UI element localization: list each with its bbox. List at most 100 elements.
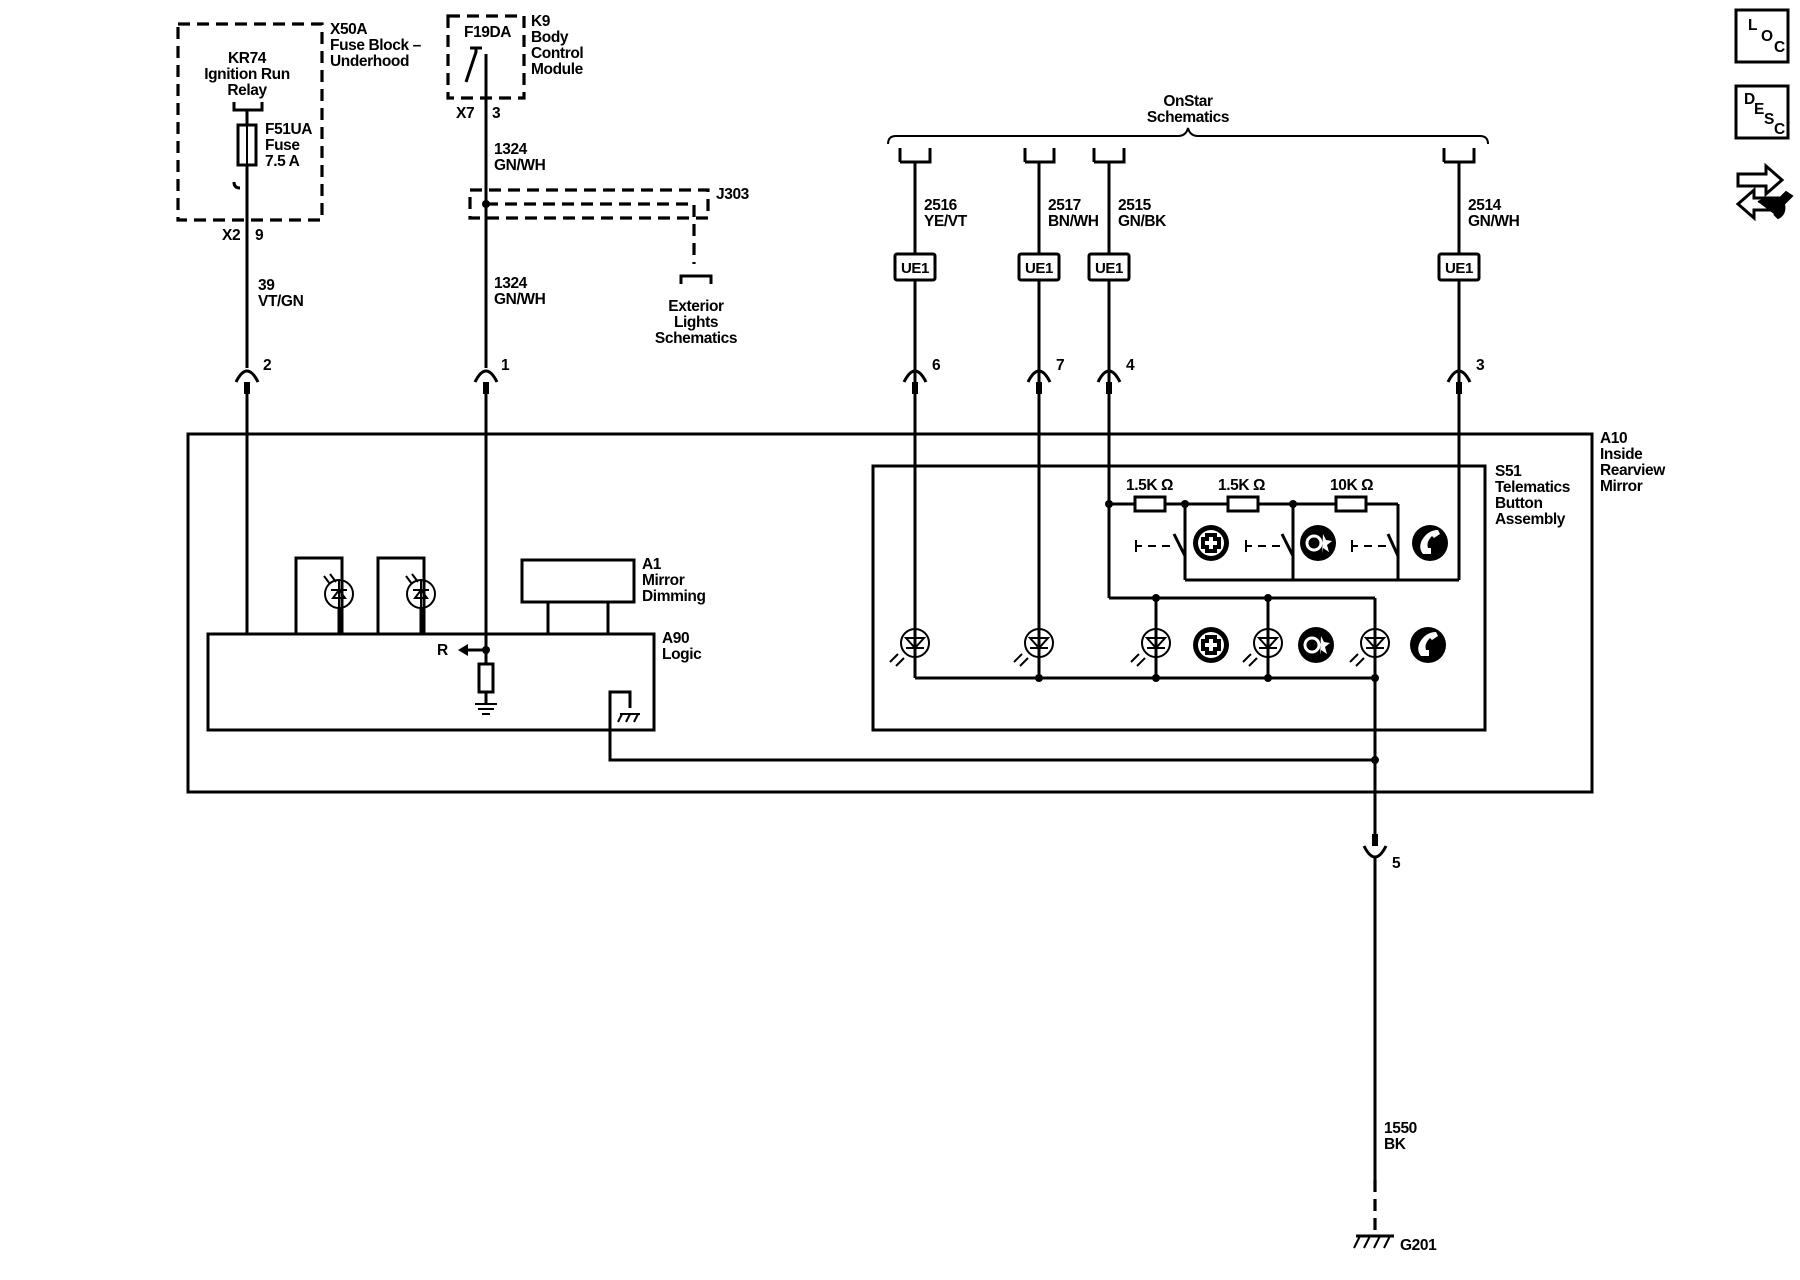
wire-39-color: VT/GN [258,293,304,310]
k9-name-line2: Control [531,45,583,62]
exterior-lights-ref-line1[interactable]: Exterior [668,298,724,315]
ambient-light-sensor [294,556,354,636]
x50a-name-line2: Underhood [330,53,409,70]
exterior-lights-ref-line2[interactable]: Lights [674,314,718,331]
a1-id: A1 [642,556,662,573]
k9-output-label: F19DA [464,24,511,41]
pin-5-label: 5 [1392,855,1401,872]
option-badge: UE1 [1017,252,1061,282]
kr74-relay: KR74 Ignition Run Relay [204,50,290,125]
g201-ground-icon: G201 [1353,1234,1437,1254]
f51ua-fuse: F51UA Fuse 7.5 A [236,121,313,170]
exterior-lights-ref-line3[interactable]: Schematics [655,330,738,347]
resistor-3-label: 10K Ω [1330,477,1373,494]
f51ua-id: F51UA [265,121,312,138]
indicator-led [1130,628,1171,667]
svg-text:UE1: UE1 [1445,260,1473,277]
desc-letter-3: S [1764,111,1774,128]
a10-name-line1: Inside [1600,446,1643,463]
onstar-ref-line2[interactable]: Schematics [1147,109,1230,126]
k9-name-line1: Body [531,29,569,46]
desc-letter-1: D [1744,91,1755,108]
pin-7-label: 7 [1056,357,1064,374]
a90-logic: A90 Logic R [206,630,703,732]
j303-label: J303 [716,186,750,203]
x7-connector-label: X7 [456,105,474,122]
x2-pin-label: 9 [255,227,264,244]
pin-2-label: 2 [263,357,271,374]
s51-name-line2: Button [1495,495,1543,512]
kr74-name-line1: Ignition Run [204,66,290,83]
loc-letter-1: L [1748,17,1757,34]
loc-letter-2: O [1761,28,1773,45]
loc-letter-3: C [1774,39,1785,56]
x50a-name-line1: Fuse Block – [330,37,422,54]
phone-led-icon [1410,627,1446,663]
onstar-ref-line1[interactable]: OnStar [1163,93,1213,110]
svg-text:UE1: UE1 [1095,260,1123,277]
s51-name-line3: Assembly [1495,511,1566,528]
x50a-id: X50A [330,21,367,38]
wire-2514-color: GN/WH [1468,213,1520,230]
a10-connector-pins [234,369,1472,394]
svg-text:UE1: UE1 [901,260,929,277]
desc-letter-2: E [1754,101,1764,118]
wire-1324b-color: GN/WH [494,291,546,308]
a1-name-line2: Dimming [642,588,706,605]
desc-button[interactable]: D E S C [1734,84,1790,140]
wire-1324a-color: GN/WH [494,157,546,174]
option-badge: UE1 [1437,252,1481,282]
k9-body-control-module: F19DA K9 Body Control Module [446,13,584,100]
resistor-2-label: 1.5K Ω [1218,477,1265,494]
a10-inside-rearview-mirror: A10 Inside Rearview Mirror [186,430,1667,794]
wire-2514-circuit: 2514 [1468,197,1502,214]
pin-3-label: 3 [1476,357,1485,374]
diagnostic-info-icon[interactable] [1735,162,1794,222]
k9-name-line3: Module [531,61,584,78]
resistor-1-label: 1.5K Ω [1126,477,1173,494]
k9-id: K9 [531,13,551,30]
indicator-led [1013,628,1054,667]
svg-text:UE1: UE1 [1025,260,1053,277]
f51ua-type: Fuse [265,137,300,154]
pin-4-label: 4 [1126,357,1135,374]
wire-1550-circuit: 1550 [1384,1120,1417,1137]
kr74-id: KR74 [228,50,267,67]
phone-button-icon [1412,525,1448,561]
a90-ref-label: R [437,642,448,659]
wire-2516-color: YE/VT [924,213,968,230]
wire-2515-circuit: 2515 [1118,197,1152,214]
desc-letter-4: C [1774,121,1785,138]
loc-button[interactable]: L O C [1734,8,1790,64]
x2-connector-label: X2 [222,227,240,244]
option-badge: UE1 [893,252,937,282]
a10-connector-pin-5 [1362,834,1388,859]
kr74-name-line2: Relay [227,82,267,99]
wire-1550-color: BK [1384,1136,1407,1153]
wire-2517-circuit: 2517 [1048,197,1081,214]
glare-light-sensor [376,556,436,636]
onstar-button-icon [1300,525,1336,561]
a90-name: Logic [662,646,702,663]
a10-id: A10 [1600,430,1627,447]
service-led-icon [1193,627,1229,663]
a10-name-line2: Rearview [1600,462,1666,479]
pin-1-label: 1 [501,357,510,374]
indicator-led [1242,628,1283,667]
g201-label: G201 [1400,1237,1437,1254]
indicator-led [1349,628,1390,667]
a90-id: A90 [662,630,689,647]
f51ua-rating: 7.5 A [265,153,300,170]
s51-telematics-button-assembly: S51 Telematics Button Assembly 1.5K Ω 1.… [871,463,1570,732]
a1-name-line1: Mirror [642,572,685,589]
wire-2515-color: GN/BK [1118,213,1167,230]
onstar-connectors [898,148,1476,164]
x50a-fuse-block: X50A Fuse Block – Underhood KR74 Ignitio… [176,21,422,222]
wire-2516-circuit: 2516 [924,197,958,214]
pin-6-label: 6 [932,357,941,374]
s51-name-line1: Telematics [1495,479,1570,496]
option-badge: UE1 [1087,252,1131,282]
onstar-schematics-ref[interactable]: OnStar Schematics [887,93,1489,145]
wire-2517-color: BN/WH [1048,213,1099,230]
